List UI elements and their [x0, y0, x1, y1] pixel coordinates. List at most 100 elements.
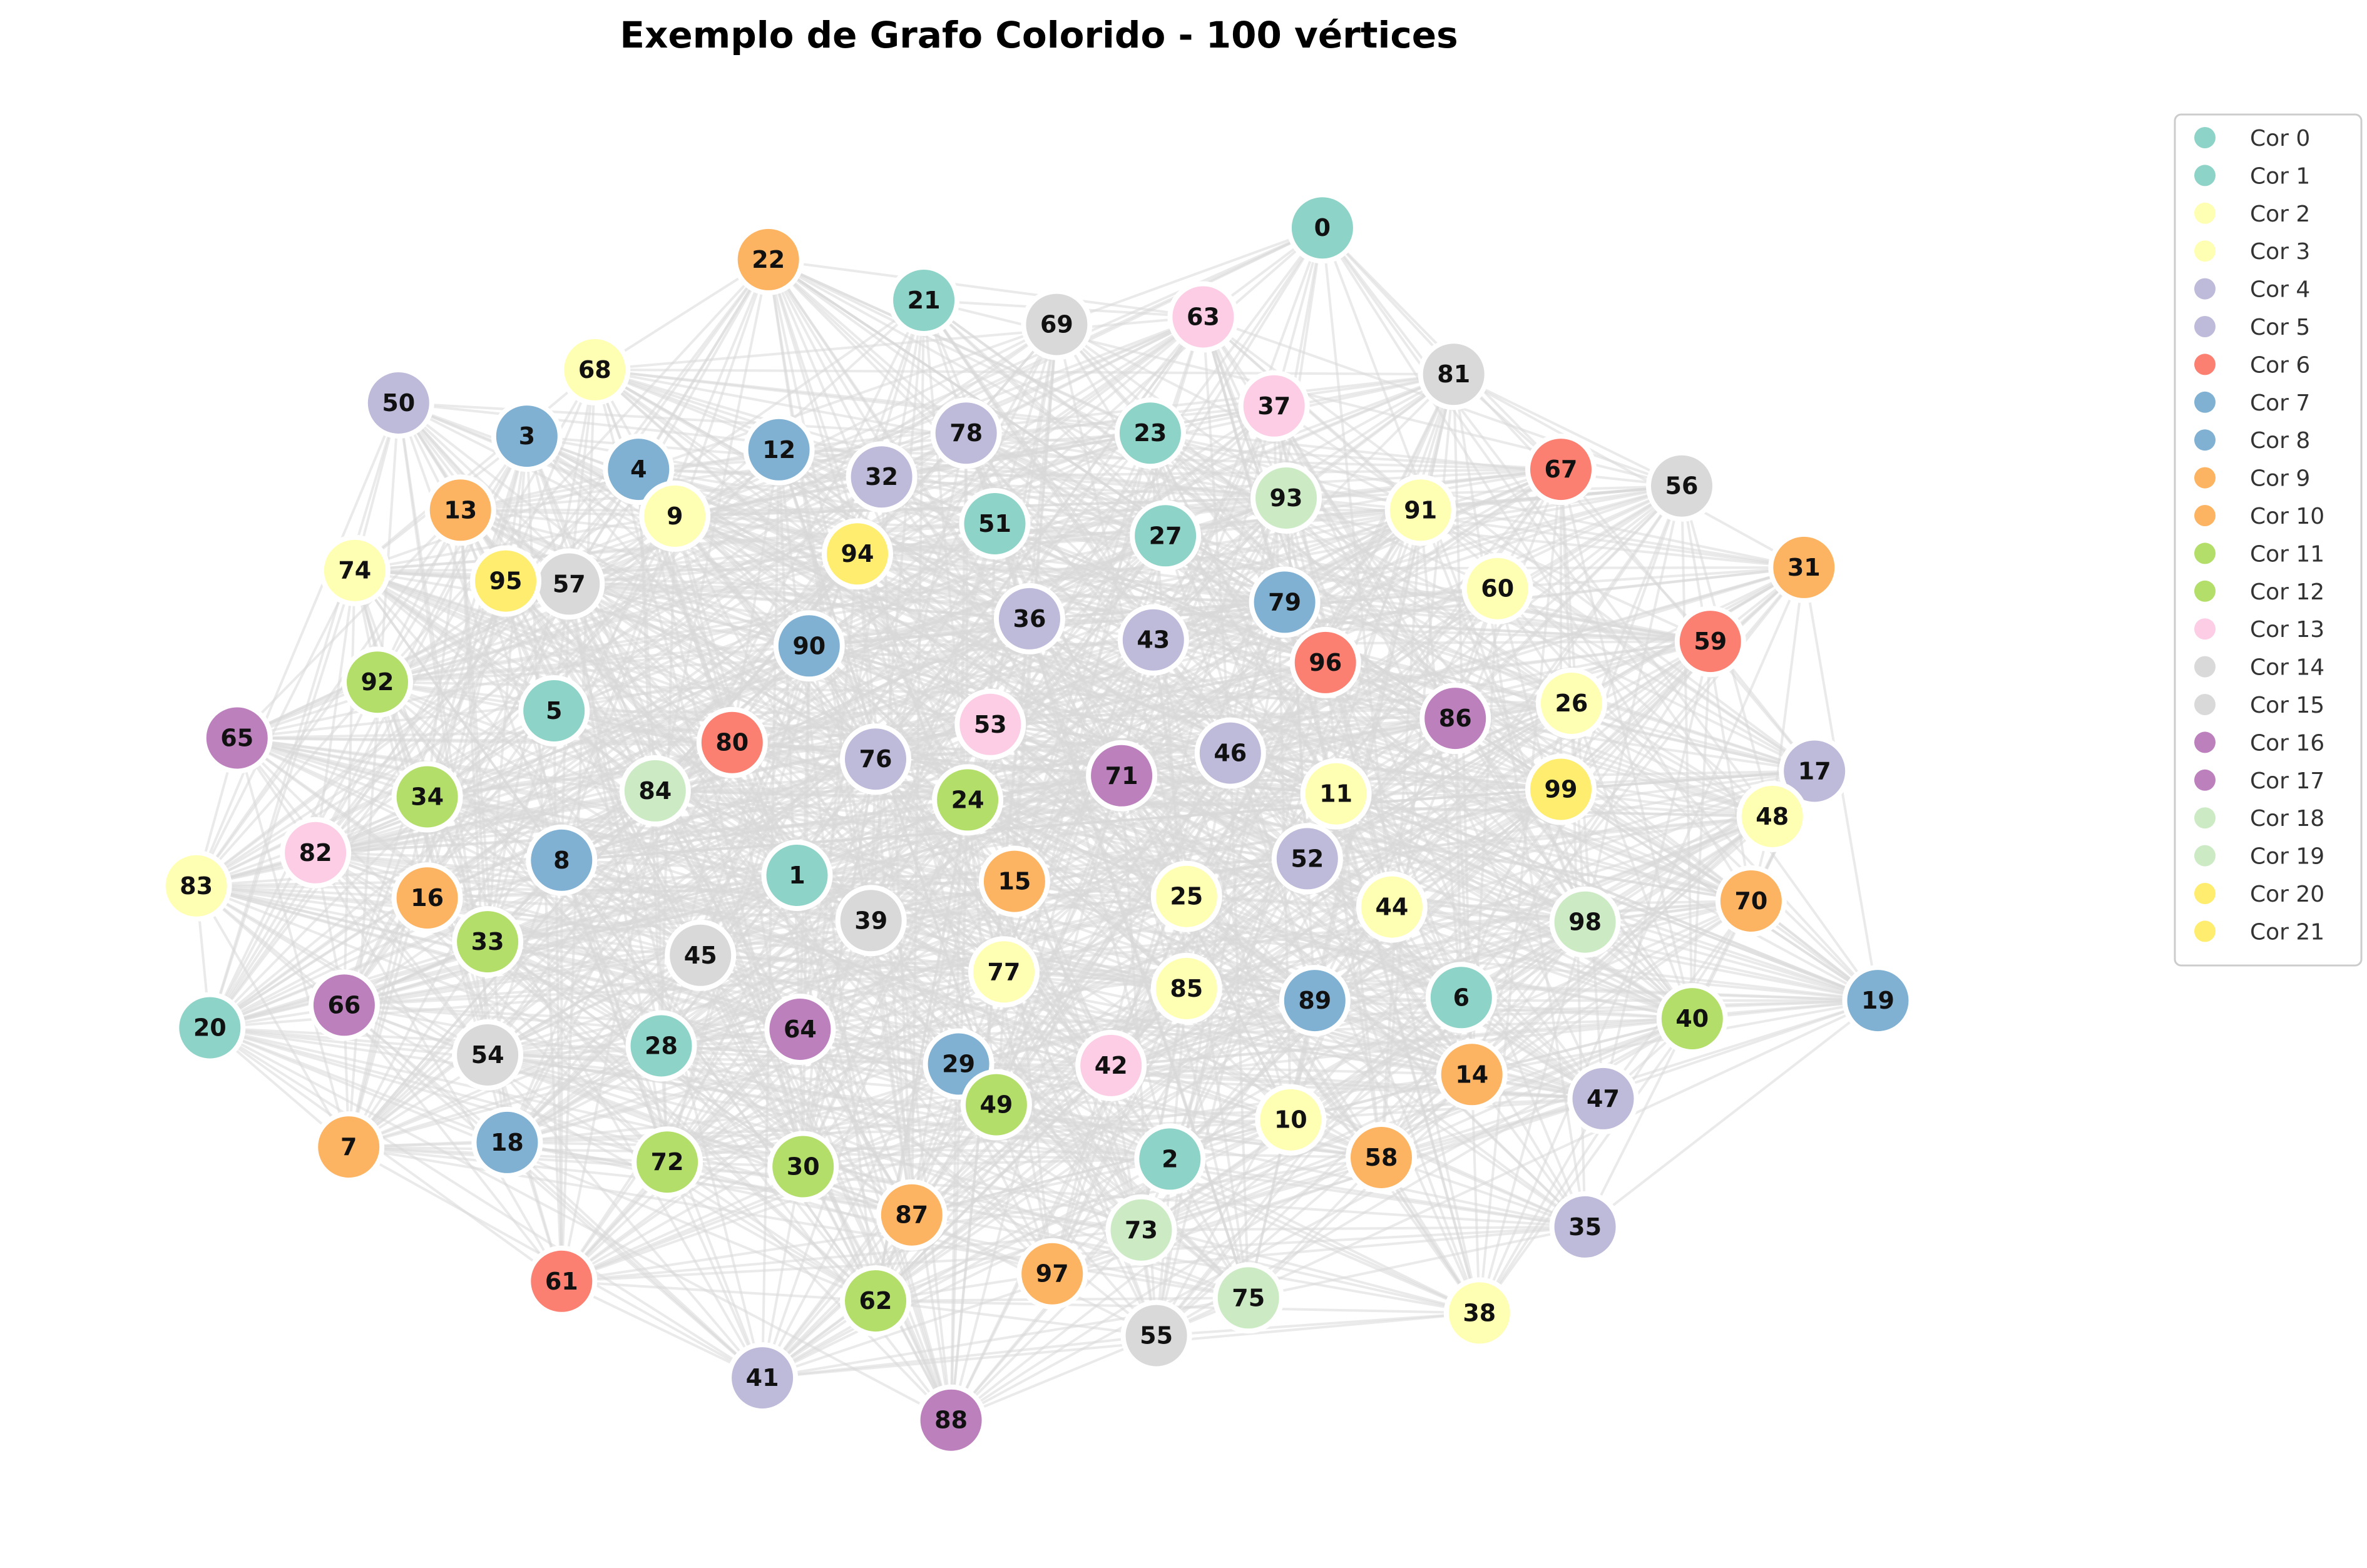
graph-edge: [1155, 602, 1286, 1336]
legend-entry: Cor 19: [2194, 844, 2324, 870]
vertex-label: 14: [1455, 1061, 1488, 1088]
vertex-circle: [1842, 965, 1914, 1037]
vertex-label: 27: [1149, 522, 1182, 549]
vertex-label: 56: [1665, 472, 1699, 500]
vertex-circle: [1021, 288, 1093, 360]
vertex-label: 5: [546, 697, 562, 725]
vertex-12: 12: [743, 414, 815, 486]
graph-edge: [1380, 510, 1422, 1158]
vertex-label: 97: [1036, 1260, 1069, 1288]
graph-edge: [505, 315, 1204, 583]
vertex-label: 3: [519, 422, 535, 450]
graph-edge: [950, 1229, 1142, 1422]
vertex-circle: [840, 1265, 911, 1337]
legend-marker: [2194, 769, 2216, 791]
vertex-label: 45: [684, 942, 717, 969]
vertex-circle: [764, 994, 836, 1065]
graph-edge: [487, 940, 1142, 1231]
graph-edge: [354, 569, 1249, 1299]
vertex-circle: [915, 1384, 987, 1456]
graph-edge: [315, 851, 1187, 990]
graph-edge: [195, 323, 1058, 887]
legend-label: Cor 6: [2250, 352, 2310, 378]
vertex-57: 57: [533, 548, 605, 620]
vertex-circle: [1418, 339, 1490, 410]
vertex-circle: [1779, 735, 1851, 807]
legend-entry: Cor 0: [2194, 126, 2310, 151]
graph-edge: [505, 468, 1562, 583]
graph-edge: [487, 661, 1326, 1056]
graph-edge: [965, 315, 1204, 434]
graph-edge: [343, 790, 656, 1007]
vertex-label: 68: [578, 356, 611, 384]
vertex-label: 57: [553, 570, 586, 598]
graph-edge: [762, 1311, 1480, 1380]
vertex-circle: [308, 969, 380, 1041]
vertex-66: 66: [308, 969, 380, 1041]
vertex-circle: [888, 265, 960, 336]
vertex-circle: [1768, 531, 1840, 603]
vertex-circle: [1525, 753, 1597, 825]
vertex-82: 82: [280, 817, 352, 888]
vertex-75: 75: [1212, 1262, 1284, 1334]
vertex-label: 31: [1787, 554, 1821, 581]
vertex-24: 24: [932, 764, 1004, 836]
graph-edge: [1284, 484, 1682, 604]
legend-marker: [2194, 240, 2216, 262]
vertex-circle: [959, 488, 1031, 559]
legend-label: Cor 10: [2250, 504, 2324, 529]
vertex-label: 55: [1140, 1322, 1173, 1350]
graph-edge: [799, 646, 810, 1030]
vertex-circle: [631, 1126, 703, 1198]
vertex-40: 40: [1656, 983, 1728, 1055]
graph-edge: [799, 300, 926, 1030]
graph-edge: [208, 570, 356, 1029]
vertex-52: 52: [1271, 823, 1343, 895]
vertex-circle: [313, 1111, 385, 1183]
graph-edge: [1314, 718, 1456, 1001]
graph-edge: [344, 970, 1005, 1007]
vertex-label: 8: [553, 847, 570, 874]
graph-edge: [427, 795, 1005, 974]
vertex-circle: [1525, 434, 1597, 506]
vertex-circle: [362, 367, 434, 439]
vertex-label: 52: [1291, 845, 1324, 872]
legend-label: Cor 11: [2250, 541, 2324, 567]
vertex-circle: [201, 702, 273, 774]
vertex-circle: [876, 1179, 948, 1251]
vertex-label: 4: [630, 456, 647, 483]
graph-edge: [1680, 486, 1694, 1019]
vertex-11: 11: [1300, 758, 1372, 830]
graph-edge: [487, 1054, 1382, 1159]
vertex-55: 55: [1120, 1300, 1192, 1372]
graph-edge: [1478, 1097, 1605, 1314]
vertex-69: 69: [1021, 288, 1093, 360]
vertex-9: 9: [639, 480, 711, 552]
legend-entry: Cor 18: [2194, 806, 2324, 832]
graph-edge: [667, 788, 1562, 1164]
vertex-circle: [960, 1069, 1032, 1141]
vertex-58: 58: [1346, 1122, 1417, 1193]
vertex-label: 38: [1463, 1299, 1496, 1326]
legend-entry: Cor 2: [2194, 201, 2310, 227]
vertex-88: 88: [915, 1384, 987, 1456]
legend-label: Cor 5: [2250, 315, 2310, 340]
vertex-circle: [968, 936, 1040, 1008]
vertex-circle: [822, 518, 893, 590]
vertex-0: 0: [1286, 192, 1358, 264]
vertex-circle: [1736, 780, 1808, 852]
legend-label: Cor 20: [2250, 882, 2324, 907]
legend-marker: [2194, 165, 2216, 186]
vertex-label: 64: [784, 1016, 817, 1043]
vertex-36: 36: [994, 583, 1065, 654]
legend-marker: [2194, 467, 2216, 489]
vertex-label: 21: [907, 287, 941, 314]
legend-marker: [2194, 429, 2216, 451]
vertex-label: 44: [1375, 893, 1408, 921]
graph-edge: [807, 645, 872, 921]
vertex-circle: [696, 706, 768, 778]
legend-marker: [2194, 807, 2216, 829]
vertex-label: 37: [1257, 392, 1291, 420]
legend-label: Cor 15: [2250, 693, 2324, 718]
